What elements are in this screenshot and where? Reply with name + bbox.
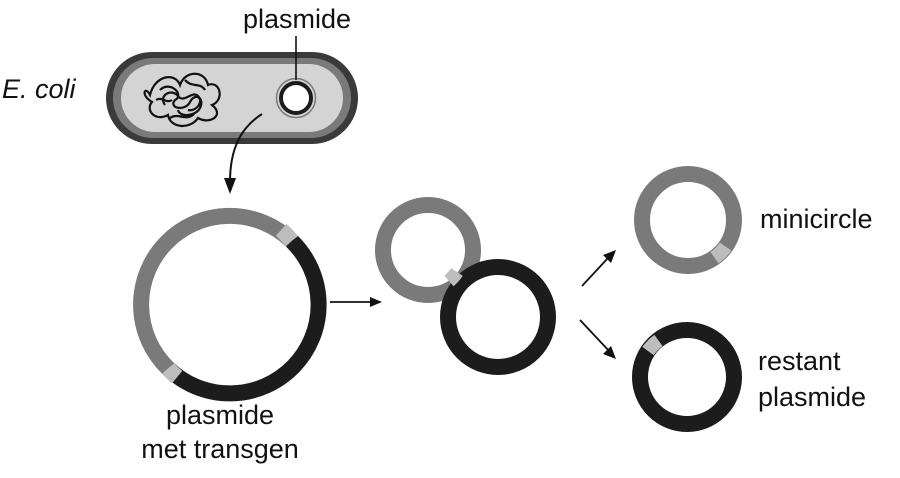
- plasmid-with-transgene: [133, 207, 327, 402]
- extraction-arrow: [224, 113, 263, 194]
- rest-plasmid-label-line1: restant: [758, 346, 841, 376]
- arrow-to-recombination: [330, 297, 382, 307]
- plasmid-transgene-label-line2: met transgen: [141, 434, 299, 464]
- minicircle-label: minicircle: [760, 204, 873, 234]
- ecoli-cell: [106, 52, 358, 144]
- rest-plasmid-ring: [632, 322, 742, 432]
- plasmid-in-cell: [275, 77, 317, 119]
- plasmid-transgene-label-line1: plasmide: [165, 400, 275, 430]
- recombination-circles: [375, 197, 556, 375]
- ecoli-label: E. coli: [2, 74, 76, 104]
- rest-plasmid-label-line2: plasmide: [758, 382, 867, 412]
- minicircle-ring: [634, 166, 742, 274]
- chromosome-dna: [143, 72, 221, 127]
- arrow-to-rest-plasmid: [579, 319, 616, 359]
- plasmid-label: plasmide: [242, 4, 352, 34]
- arrow-to-minicircle: [581, 250, 616, 287]
